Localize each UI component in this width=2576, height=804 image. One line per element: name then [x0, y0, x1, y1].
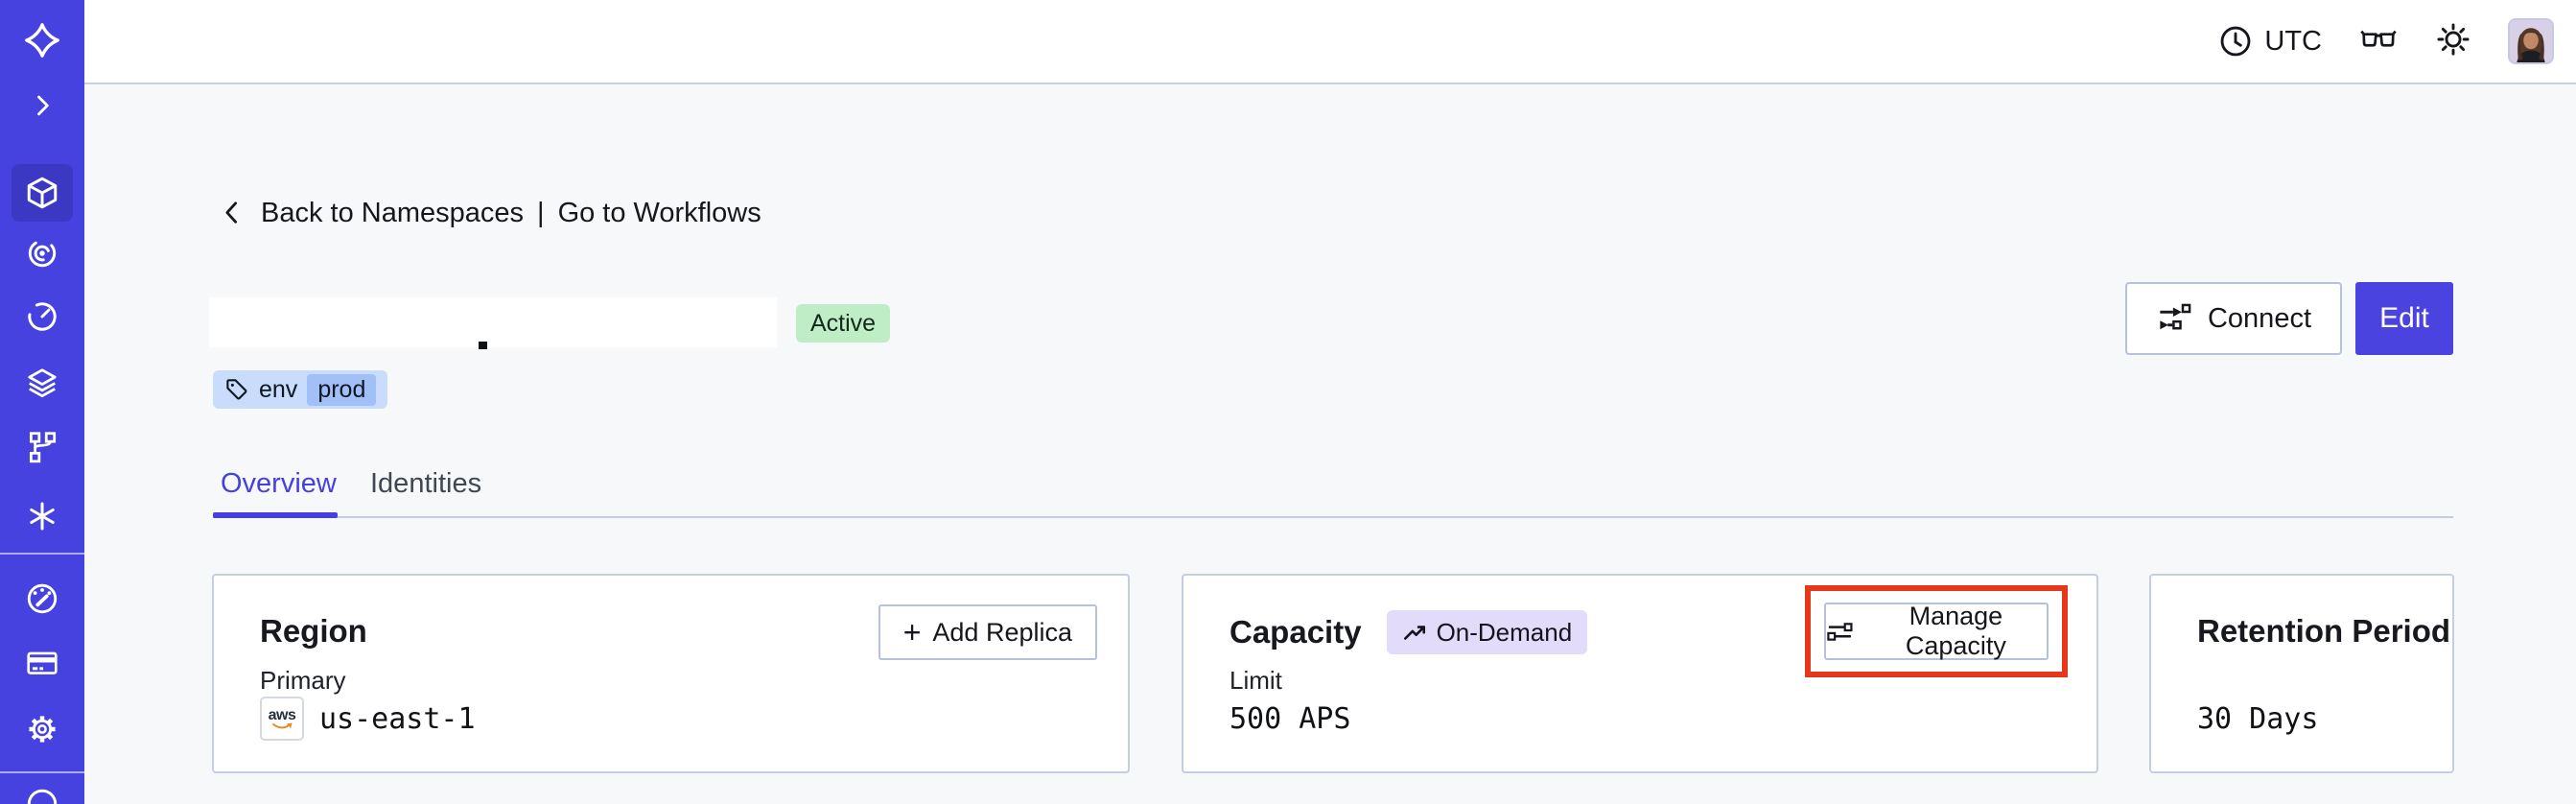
tag-icon [226, 379, 247, 400]
help-circle-icon [27, 789, 58, 804]
manage-capacity-button[interactable]: Manage Capacity [1824, 602, 2049, 660]
retention-card: Retention Period 30 Days [2149, 574, 2454, 773]
data-converter-button[interactable] [2358, 20, 2399, 63]
tab-identities[interactable]: Identities [370, 468, 482, 499]
connect-button[interactable]: Connect [2125, 282, 2342, 355]
breadcrumb-go-to-workflows[interactable]: Go to Workflows [557, 197, 761, 228]
edit-button[interactable]: Edit [2355, 282, 2453, 355]
region-value: us-east-1 [319, 701, 476, 736]
glasses-icon [2360, 30, 2397, 47]
trending-up-icon [1403, 626, 1425, 640]
gauge-icon [27, 583, 58, 614]
sidebar-item-stack[interactable] [15, 357, 69, 411]
add-replica-button[interactable]: + Add Replica [878, 604, 1097, 660]
manage-capacity-label: Manage Capacity [1905, 602, 2006, 660]
aws-provider-badge: aws [260, 697, 304, 741]
timer-clock-icon [28, 302, 57, 331]
sidebar-item-batch[interactable] [15, 489, 69, 543]
capacity-row-label: Limit [1229, 666, 1282, 695]
tag-value-chip: prod [307, 373, 377, 406]
region-card: Region + Add Replica Primary aws us-east… [212, 574, 1130, 773]
breadcrumb: Back to Namespaces | Go to Workflows [219, 192, 761, 234]
region-card-title: Region [260, 613, 367, 649]
manage-capacity-highlight-annotation: Manage Capacity [1805, 585, 2068, 677]
region-row-label: Primary [260, 666, 346, 695]
add-replica-label: Add Replica [932, 617, 1072, 647]
clock-icon [2220, 26, 2251, 57]
aws-smile-icon [272, 721, 293, 728]
theme-toggle-button[interactable] [2435, 21, 2471, 62]
spiral-icon [28, 239, 57, 268]
sidebar-item-schedules[interactable] [15, 290, 69, 343]
sidebar-divider [0, 553, 84, 555]
namespace-title-redaction [209, 297, 777, 347]
breadcrumb-divider: | [537, 197, 545, 228]
capacity-card-title: Capacity [1229, 614, 1362, 650]
sidebar-item-deployments[interactable] [15, 420, 69, 474]
sliders-icon [1827, 623, 1853, 641]
status-badge: Active [796, 304, 891, 343]
sidebar-nav [0, 0, 84, 804]
sidebar-expand-chevron-icon[interactable] [15, 79, 69, 132]
layers-icon [28, 368, 57, 398]
retention-value: 30 Days [2197, 701, 2319, 736]
git-branch-icon [29, 432, 57, 463]
sidebar-item-usage[interactable] [15, 572, 69, 626]
credit-card-icon [27, 651, 58, 674]
on-demand-badge: On-Demand [1386, 610, 1588, 654]
connect-label: Connect [2207, 302, 2311, 334]
sun-icon [2437, 22, 2470, 56]
timezone-label: UTC [2264, 25, 2322, 57]
temporal-logo-icon[interactable] [15, 13, 69, 67]
capacity-value: 500 APS [1229, 701, 1351, 736]
user-avatar[interactable] [2508, 18, 2554, 64]
sidebar-item-support[interactable] [15, 787, 69, 804]
sidebar-divider [0, 771, 84, 773]
plus-icon: + [902, 615, 922, 650]
avatar-photo [2510, 20, 2552, 62]
tab-overview[interactable]: Overview [221, 468, 337, 499]
asterisk-icon [30, 502, 55, 531]
tabs-divider-rule [213, 516, 2453, 518]
breadcrumb-back-namespaces[interactable]: Back to Namespaces [261, 197, 525, 228]
sidebar-item-settings[interactable] [15, 702, 69, 756]
sidebar-item-workflows[interactable] [15, 226, 69, 280]
on-demand-label: On-Demand [1436, 617, 1573, 647]
connect-flow-icon [2160, 303, 2191, 330]
top-bar: UTC [84, 0, 2576, 84]
active-tab-underline [213, 512, 338, 518]
retention-card-title: Retention Period [2197, 613, 2451, 649]
aws-logo-text: aws [268, 706, 296, 723]
namespace-tag[interactable]: env prod [213, 370, 388, 409]
redaction-artifact-dot [479, 342, 487, 349]
gear-icon [29, 716, 56, 743]
chevron-left-icon[interactable] [219, 198, 247, 228]
timezone-selector[interactable]: UTC [2218, 24, 2322, 59]
sidebar-item-namespaces[interactable] [15, 166, 69, 220]
capacity-card: Capacity On-Demand Manage Capacity [1182, 574, 2098, 773]
sidebar-item-billing[interactable] [15, 636, 69, 690]
tag-key: env [259, 375, 298, 403]
cube-icon [27, 177, 58, 209]
